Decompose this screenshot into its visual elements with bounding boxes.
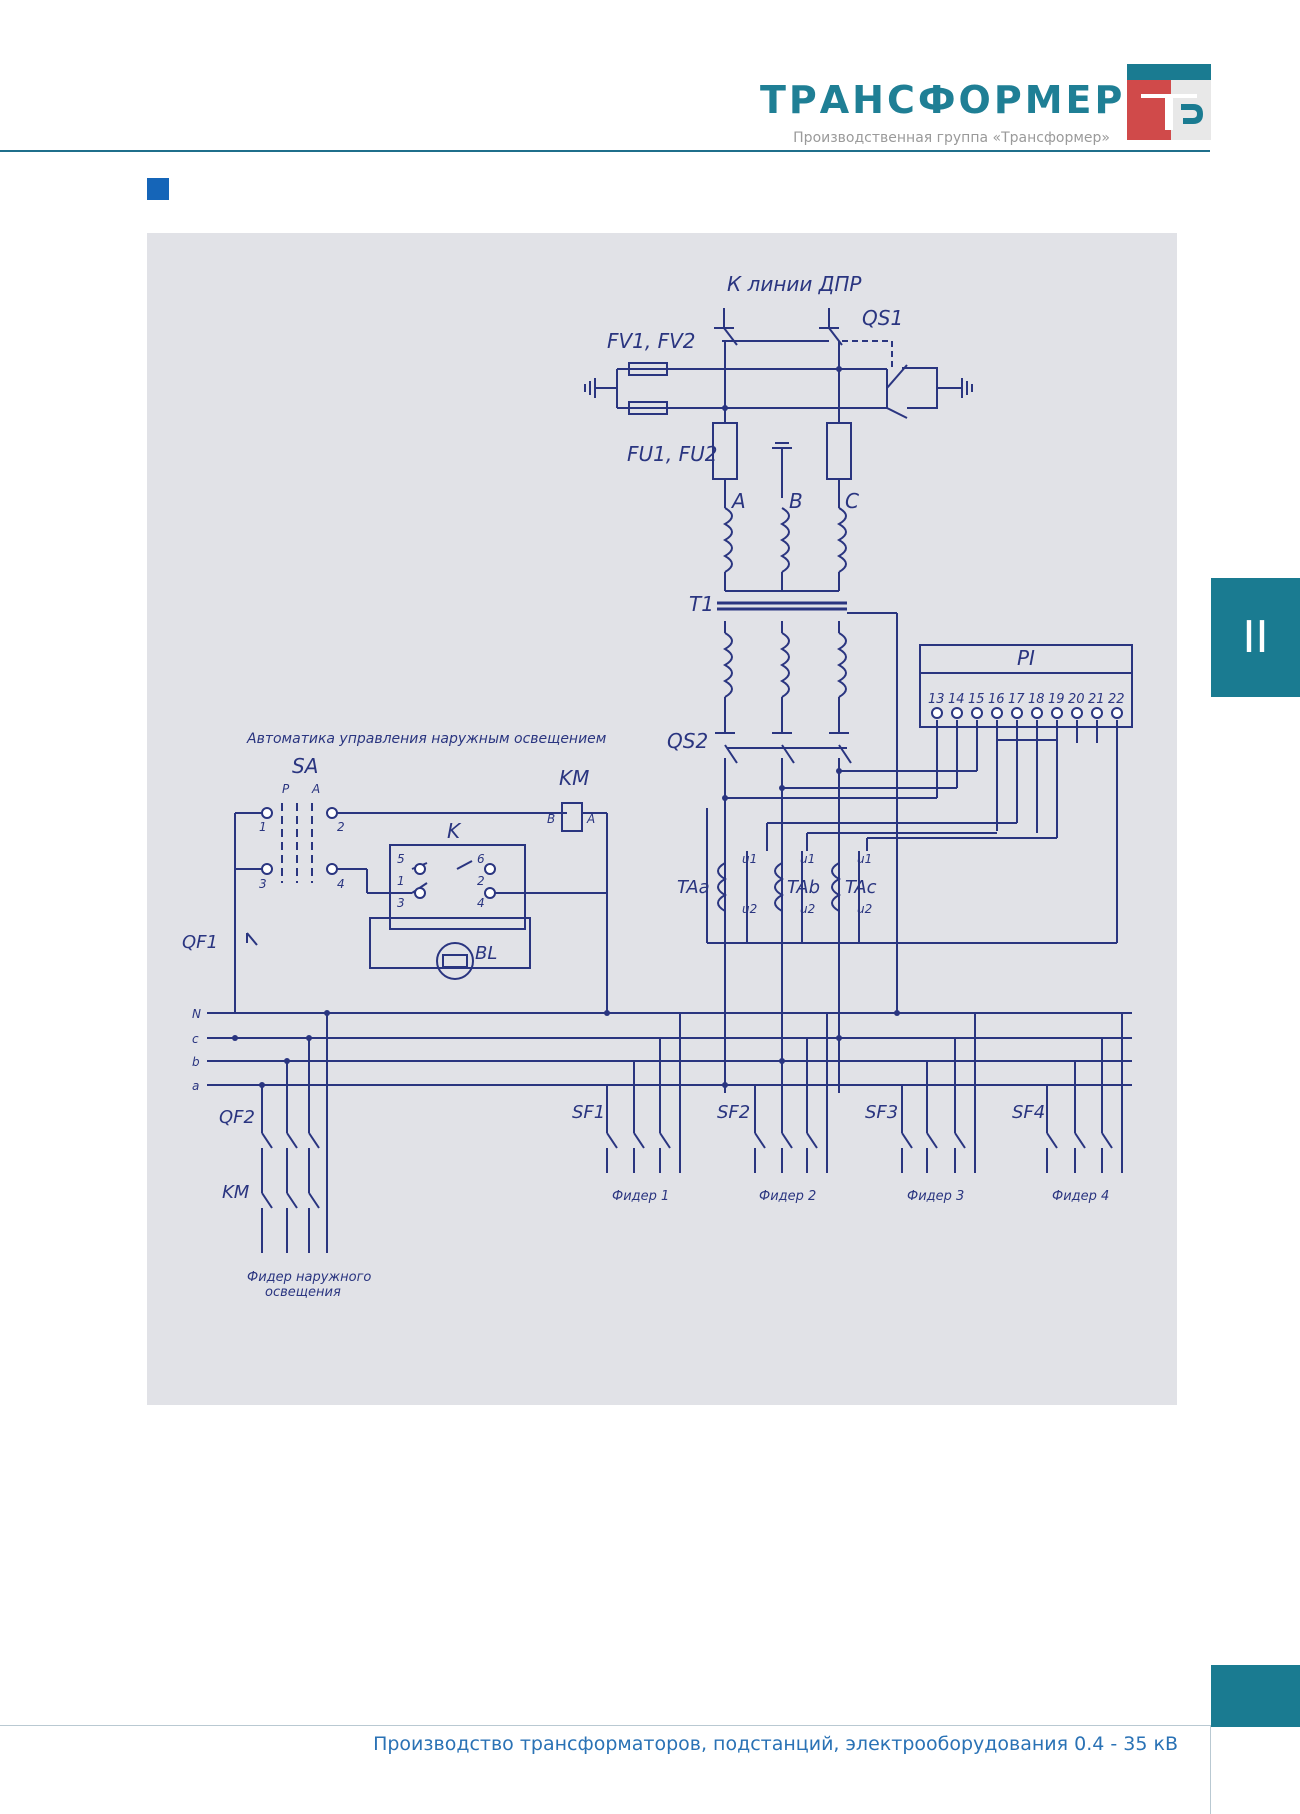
label-bl: BL xyxy=(475,943,497,964)
electrical-schematic: К линии ДПР QS1 FV1, FV2 FU1, FU2 A B C … xyxy=(182,272,1133,1300)
label-qs1: QS1 xyxy=(862,306,903,330)
label-sa: SA xyxy=(292,754,318,778)
pi-terminal: 21 xyxy=(1088,692,1105,707)
label-phase-a: A xyxy=(730,489,746,513)
label-u2: u2 xyxy=(742,902,757,916)
label-taa: TAa xyxy=(677,877,710,898)
section-marker xyxy=(147,178,169,200)
label-sa-2: 2 xyxy=(337,820,345,834)
section-tab[interactable]: II xyxy=(1211,578,1300,697)
label-k-4: 4 xyxy=(477,896,485,910)
label-pi: PI xyxy=(1017,646,1035,670)
label-t1: T1 xyxy=(689,592,714,616)
label-sa-4: 4 xyxy=(337,877,345,891)
pi-terminal: 17 xyxy=(1008,692,1025,707)
label-u1: u1 xyxy=(800,852,815,866)
label-qf2: QF2 xyxy=(219,1107,255,1128)
brand: ТРАНСФОРМЕР Производственная группа «Тра… xyxy=(760,78,1126,146)
label-feeder3: Фидер 3 xyxy=(907,1189,964,1204)
label-km-b: B xyxy=(547,812,555,826)
label-km: KM xyxy=(559,766,589,790)
footer-text: Производство трансформаторов, подстанций… xyxy=(373,1733,1178,1755)
brand-subtitle: Производственная группа «Трансформер» xyxy=(793,130,1110,146)
label-sf3: SF3 xyxy=(865,1102,898,1123)
label-sf2: SF2 xyxy=(717,1102,750,1123)
label-u2: u2 xyxy=(800,902,815,916)
label-sa-a: A xyxy=(311,782,320,796)
label-k-3: 3 xyxy=(397,896,405,910)
pi-terminal: 20 xyxy=(1068,692,1085,707)
label-qs2: QS2 xyxy=(667,729,708,753)
pi-terminal: 13 xyxy=(928,692,945,707)
footer-divider xyxy=(0,1725,1211,1726)
label-u2: u2 xyxy=(857,902,872,916)
label-feeder-outdoor-2: освещения xyxy=(265,1285,341,1300)
bus-label-a: a xyxy=(192,1079,199,1093)
pi-terminal: 18 xyxy=(1028,692,1045,707)
section-tab-bottom xyxy=(1211,1665,1300,1727)
label-k-6: 6 xyxy=(477,852,485,866)
label-fu: FU1, FU2 xyxy=(627,442,717,466)
pi-terminal: 16 xyxy=(988,692,1005,707)
label-km-a: A xyxy=(586,812,595,826)
transformer-logo-icon xyxy=(1127,64,1211,140)
label-k-1: 1 xyxy=(397,874,405,888)
pi-terminal: 19 xyxy=(1048,692,1065,707)
bus-label-n: N xyxy=(192,1007,201,1021)
label-qf1: QF1 xyxy=(182,932,218,953)
label-k-5: 5 xyxy=(397,852,405,866)
label-feeder-outdoor: Фидер наружного xyxy=(247,1270,371,1285)
label-tac: TAc xyxy=(845,877,877,898)
brand-name: ТРАНСФОРМЕР xyxy=(760,78,1126,122)
label-k: K xyxy=(447,819,462,843)
diagram-panel xyxy=(147,233,1177,1405)
pi-terminal: 15 xyxy=(968,692,985,707)
label-tab: TAb xyxy=(787,877,820,898)
label-line-dpr: К линии ДПР xyxy=(727,272,862,296)
label-feeder1: Фидер 1 xyxy=(612,1189,669,1204)
label-km2: KM xyxy=(222,1182,250,1203)
label-sa-p: P xyxy=(282,782,290,796)
label-phase-b: B xyxy=(789,489,803,513)
bus-label-c: c xyxy=(192,1032,199,1046)
header-divider xyxy=(0,150,1210,152)
label-feeder2: Фидер 2 xyxy=(759,1189,816,1204)
label-feeder4: Фидер 4 xyxy=(1052,1189,1109,1204)
bus-label-b: b xyxy=(192,1055,200,1069)
label-automation: Автоматика управления наружным освещение… xyxy=(246,731,607,747)
footer-vertical-divider xyxy=(1210,1725,1211,1814)
label-phase-c: C xyxy=(845,489,859,513)
label-k-2: 2 xyxy=(477,874,485,888)
label-u1: u1 xyxy=(742,852,757,866)
label-fv: FV1, FV2 xyxy=(607,329,696,353)
label-sa-3: 3 xyxy=(259,877,267,891)
label-u1: u1 xyxy=(857,852,872,866)
label-sf4: SF4 xyxy=(1012,1102,1045,1123)
pi-terminal: 22 xyxy=(1108,692,1125,707)
label-sa-1: 1 xyxy=(259,820,267,834)
label-sf1: SF1 xyxy=(572,1102,605,1123)
pi-terminal: 14 xyxy=(948,692,965,707)
